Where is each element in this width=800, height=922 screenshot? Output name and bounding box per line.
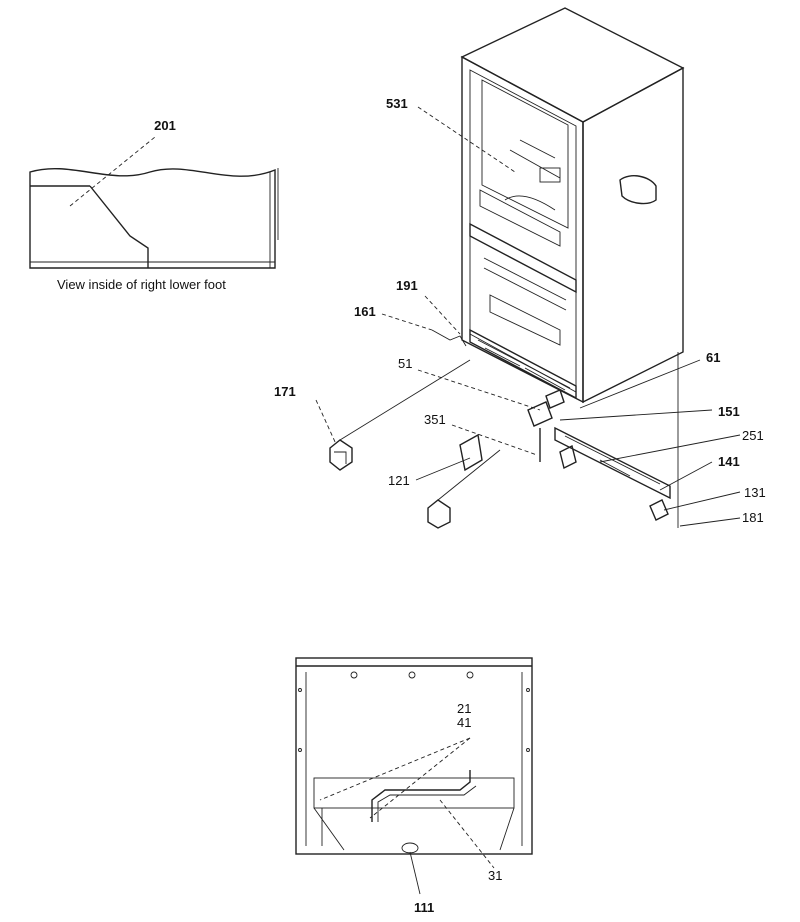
label-41: 41 bbox=[457, 715, 471, 730]
label-111: 111 bbox=[414, 900, 434, 915]
inset-caption: View inside of right lower foot bbox=[57, 277, 226, 292]
label-191: 191 bbox=[396, 278, 418, 293]
label-161: 161 bbox=[354, 304, 376, 319]
label-141: 141 bbox=[718, 454, 740, 469]
label-181: 181 bbox=[742, 510, 764, 525]
label-61: 61 bbox=[706, 350, 720, 365]
label-201: 201 bbox=[154, 118, 176, 133]
label-121: 121 bbox=[388, 473, 410, 488]
inset-foot-view: 201 View inside of right lower foot bbox=[29, 118, 279, 292]
leader-lines bbox=[315, 106, 741, 527]
bottom-panel-view: 21 41 31 111 bbox=[295, 657, 533, 915]
label-531: 531 bbox=[386, 96, 408, 111]
label-21: 21 bbox=[457, 701, 471, 716]
label-51: 51 bbox=[398, 356, 412, 371]
label-151: 151 bbox=[718, 404, 740, 419]
label-251: 251 bbox=[742, 428, 764, 443]
label-351: 351 bbox=[424, 412, 446, 427]
label-131: 131 bbox=[744, 485, 766, 500]
part-labels: 531 191 161 51 61 171 151 351 251 121 14… bbox=[274, 96, 766, 525]
base-parts bbox=[329, 329, 679, 529]
label-171: 171 bbox=[274, 384, 296, 399]
label-31: 31 bbox=[488, 868, 502, 883]
refrigerator-cabinet bbox=[460, 7, 685, 404]
